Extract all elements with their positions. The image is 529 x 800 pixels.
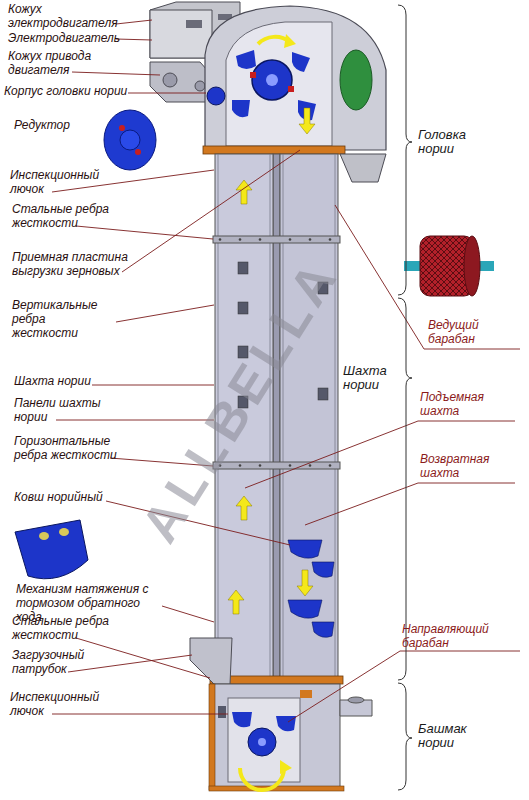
bucket-icon [15,520,88,579]
section-label: Головка нории [418,128,498,156]
part-label: Электродвигатель [8,31,120,45]
part-label: Редуктор [14,118,70,132]
part-label: Инспекционный лючок [10,168,105,196]
part-label: Кожух электродвигателя [8,2,120,30]
part-label: Горизонтальные ребра жесткости [14,434,124,462]
elevator-boot [190,638,372,791]
part-label: Приемная пластина выгрузки зерновых [12,250,137,278]
part-label: Вертикальные ребра жесткости [12,298,112,340]
part-label: Инспекционный лючок [10,690,105,718]
section-label: Шахта нории [343,364,395,392]
section-label: Башмак нории [418,722,498,750]
part-label: Стальные ребра жесткости [12,202,117,230]
callout-label: Направляющий барабан [402,622,520,650]
leader-lines [52,20,520,722]
part-label: Корпус головки нории [4,84,127,98]
callout-label: Возвратная шахта [420,452,515,480]
watermark: ALLBELLA [133,250,348,551]
part-label: Панели шахты нории [14,396,104,424]
part-label: Стальные ребра жесткости [12,614,117,642]
section-brace [398,5,412,790]
gearbox-icon [104,110,156,170]
drum-icon [404,236,494,296]
part-label: Ковш норийный [14,490,103,504]
part-label: Кожух привода двигателя [8,49,108,77]
part-label: Шахта нории [14,374,91,388]
part-label: Загрузочный патрубок [12,648,102,676]
callout-label: Подъемная шахта [420,390,515,418]
callout-label: Ведущий барабан [428,318,508,346]
